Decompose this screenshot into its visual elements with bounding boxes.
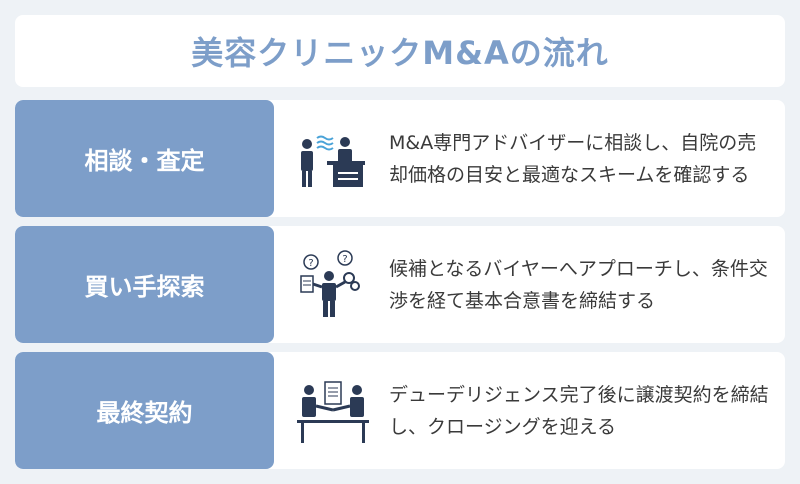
svg-text:?: ? — [308, 258, 313, 269]
step-description: 候補となるバイヤーへアプローチし、条件交渉を経て基本合意書を締結する — [389, 257, 768, 312]
step-label: 買い手探索 — [15, 226, 274, 343]
consultation-icon — [287, 116, 379, 202]
step-description: M&A専門アドバイザーに相談し、自院の売却価格の目安と最適なスキームを確認する — [389, 131, 757, 186]
buyer-search-icon: ? ? — [287, 242, 379, 328]
svg-text:?: ? — [342, 254, 347, 265]
contract-handshake-icon — [287, 368, 379, 454]
step-buyer-search: 買い手探索 ? ? 候補となるバイヤーへアプローチし、条件交渉を経て基本合意書を… — [15, 226, 785, 343]
step-label: 最終契約 — [15, 352, 274, 469]
step-consultation: 相談・査定 M&A専門アドバイザーに相談し、自院の売却価格の目安と最適なスキーム… — [15, 100, 785, 217]
step-description: デューデリジェンス完了後に譲渡契約を締結し、クロージングを迎える — [389, 383, 769, 438]
page-title: 美容クリニックM&Aの流れ — [191, 34, 609, 72]
title-card: 美容クリニックM&Aの流れ — [15, 15, 785, 87]
step-final-contract: 最終契約 デューデリジェンス完了後に譲渡契約を締結し、クロージングを迎える — [15, 352, 785, 469]
step-label: 相談・査定 — [15, 100, 274, 217]
